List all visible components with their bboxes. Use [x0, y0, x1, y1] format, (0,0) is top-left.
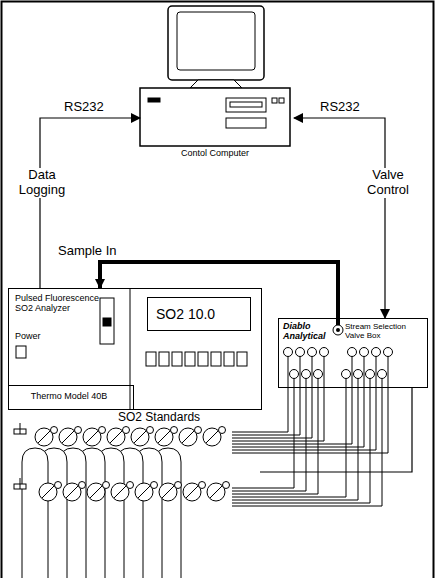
- monitor: [168, 6, 264, 88]
- node-text: Thermo Model 40B: [9, 391, 130, 401]
- line-label: Data Logging: [12, 168, 72, 198]
- line-label: Valve Control: [355, 168, 421, 198]
- edge-label: RS232: [318, 100, 362, 115]
- valve-box: Diablo Analytical Stream Selection Valve …: [278, 318, 428, 388]
- analyzer-box: Pulsed Fluorescence SO2 AnalyzerPowerThe…: [8, 288, 262, 410]
- computer-tower: [140, 88, 290, 146]
- connector: [100, 262, 338, 318]
- valve-ports: [284, 348, 393, 379]
- gas-cylinders: [14, 423, 230, 578]
- node-text: Diablo Analytical: [283, 321, 339, 342]
- cylinder-bank: SO2 Standards: [10, 410, 260, 576]
- control-computer: Contol Computer: [140, 88, 294, 162]
- sample-stub: [336, 318, 340, 325]
- edge-label: RS232: [62, 100, 106, 115]
- analyzer-buttons: [146, 352, 247, 366]
- sample-port-dot: [336, 328, 340, 332]
- node-text: Contol Computer: [140, 148, 290, 158]
- node-text: Power: [15, 331, 41, 341]
- model-label-box: Thermo Model 40B: [8, 385, 134, 410]
- node-text: Pulsed Fluorescence SO2 Analyzer: [15, 293, 103, 314]
- connector: [260, 388, 412, 472]
- edge-label: Sample In: [56, 244, 119, 259]
- display-panel: SO2 10.0: [147, 297, 251, 331]
- node-text: SO2 Standards: [118, 411, 200, 425]
- node-text: SO2 10.0: [156, 306, 215, 322]
- gas-tubes: [232, 352, 388, 506]
- node-text: Stream Selection Valve Box: [345, 322, 425, 340]
- sample-port: [333, 325, 343, 335]
